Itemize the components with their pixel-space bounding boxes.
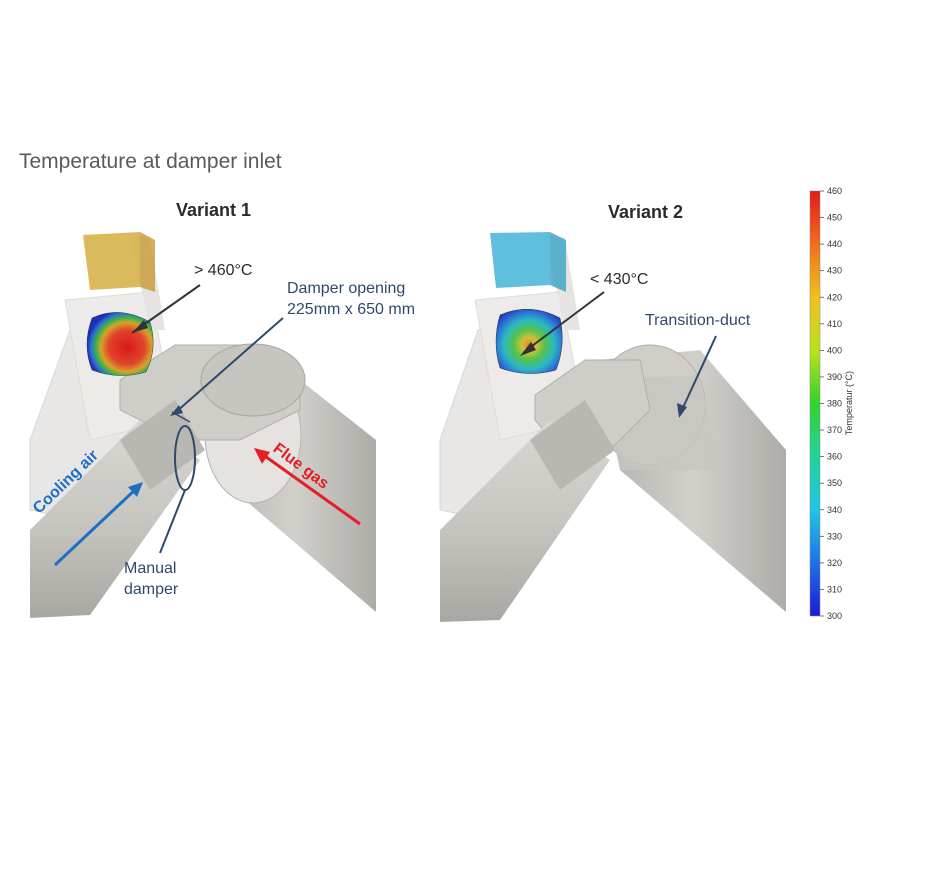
colorbar-tick-label: 310 xyxy=(827,584,842,594)
v2-temp-arrow xyxy=(523,291,605,353)
colorbar-tick-label: 420 xyxy=(827,292,842,302)
manual-damper-label: Manual damper xyxy=(124,558,178,600)
colorbar-tick-label: 390 xyxy=(827,372,842,382)
v2-top-box xyxy=(490,232,566,292)
colorbar-title: Temperatur (°C) xyxy=(844,371,854,435)
colorbar xyxy=(809,190,821,617)
colorbar-tick-label: 340 xyxy=(827,505,842,515)
colorbar-tick-label: 410 xyxy=(827,319,842,329)
colorbar-tick-label: 330 xyxy=(827,531,842,541)
colorbar-tick-label: 300 xyxy=(827,611,842,621)
manual-damper-line1: Manual xyxy=(124,560,177,577)
colorbar-tick-label: 350 xyxy=(827,478,842,488)
v1-top-box xyxy=(83,232,155,292)
v2-temp-label: < 430°C xyxy=(590,271,649,288)
variant-1-title: Variant 1 xyxy=(176,200,252,220)
colorbar-tick-label: 320 xyxy=(827,558,842,568)
colorbar-tick-label: 400 xyxy=(827,345,842,355)
colorbar-tick-label: 370 xyxy=(827,425,842,435)
colorbar-tick-label: 440 xyxy=(827,239,842,249)
flue-gas-arrow xyxy=(261,452,361,526)
colorbar-tick-label: 380 xyxy=(827,399,842,409)
colorbar-tick-label: 450 xyxy=(827,213,842,223)
variant-2-title: Variant 2 xyxy=(608,202,684,222)
v1-cooling-air-duct xyxy=(30,400,205,618)
colorbar-ticks: 460 450 440 430 420 410 400 390 380 370 360 350 340 3… xyxy=(820,186,842,621)
damper-opening-line2: 225mm x 650 mm xyxy=(287,301,416,318)
damper-opening-line1: Damper opening xyxy=(287,280,406,297)
v1-temp-label: > 460°C xyxy=(194,262,253,279)
v1-damper-opening-arrow xyxy=(175,317,284,413)
colorbar-tick-label: 430 xyxy=(827,266,842,276)
v2-temperature-face xyxy=(495,308,563,374)
colorbar-tick-label: 360 xyxy=(827,452,842,462)
damper-opening-label: Damper opening 225mm x 650 mm xyxy=(287,278,415,320)
cooling-air-arrow xyxy=(53,485,140,567)
transition-duct-label: Transition-duct xyxy=(645,312,751,329)
manual-damper-line2: damper xyxy=(124,581,179,598)
page-title: Temperature at damper inlet xyxy=(19,150,282,173)
v2-transition-duct-arrow xyxy=(680,335,717,413)
v2-cooling-air-duct xyxy=(440,400,615,622)
colorbar-tick-label: 460 xyxy=(827,186,842,196)
